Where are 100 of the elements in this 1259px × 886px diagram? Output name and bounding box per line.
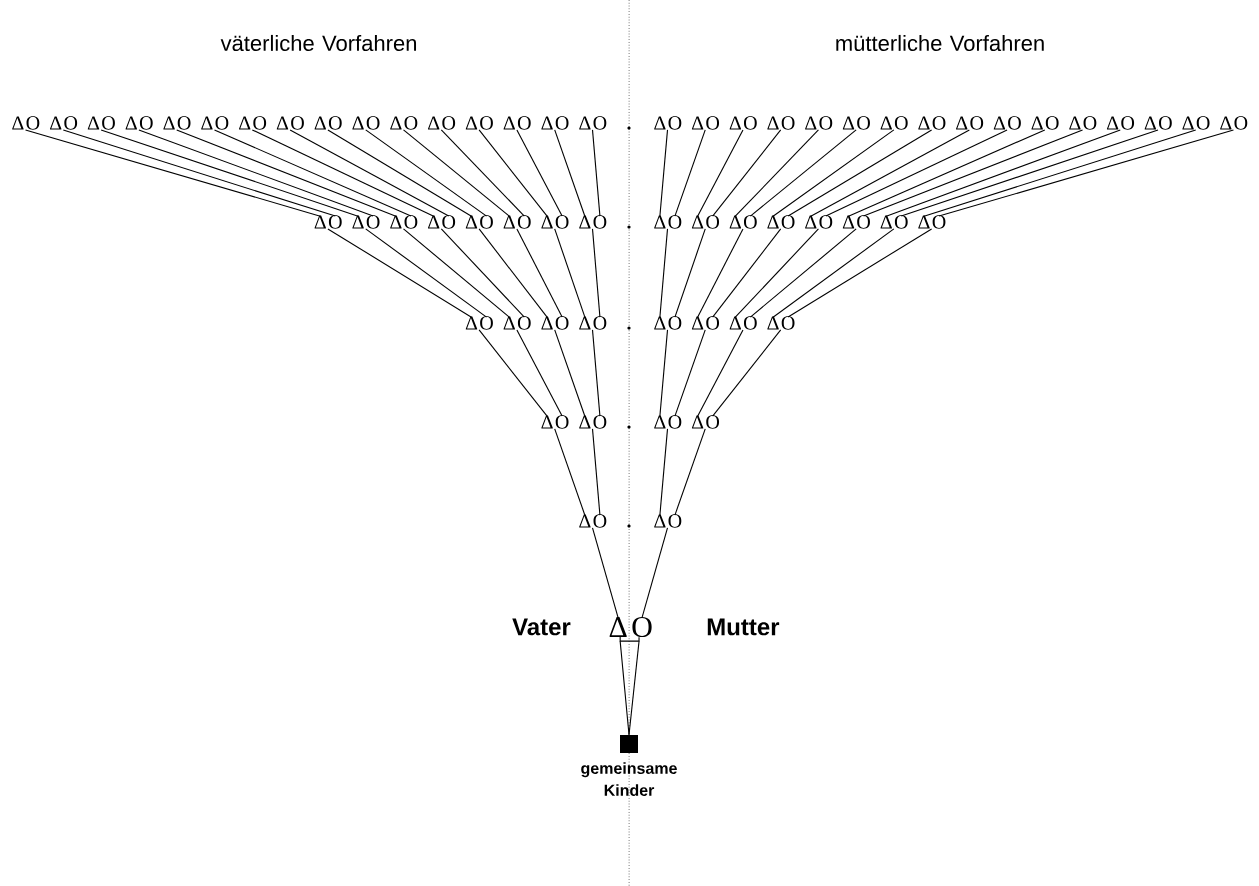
- triangle-symbol: Δ: [428, 116, 440, 130]
- triangle-symbol: Δ: [1031, 116, 1043, 130]
- triangle-symbol: Δ: [579, 514, 591, 528]
- triangle-symbol: Δ: [729, 316, 741, 330]
- circle-symbol: O: [593, 316, 607, 330]
- triangle-symbol: Δ: [465, 215, 478, 229]
- circle-symbol: O: [366, 215, 380, 229]
- descent-line: [516, 129, 563, 217]
- descent-line: [641, 527, 669, 619]
- child-label: gemeinsame Kinder: [581, 762, 677, 796]
- descent-line: [440, 228, 525, 318]
- descent-line: [628, 640, 640, 736]
- descent-line: [554, 129, 586, 217]
- triangle-symbol: Δ: [87, 116, 100, 130]
- triangle-symbol: Δ: [729, 215, 741, 229]
- circle-symbol: O: [932, 215, 946, 229]
- circle-symbol: O: [555, 415, 569, 429]
- descent-line: [923, 129, 1197, 217]
- circle-symbol: O: [102, 116, 115, 130]
- descent-line: [697, 228, 744, 318]
- circle-symbol: O: [291, 116, 304, 130]
- triangle-symbol: Δ: [314, 116, 326, 130]
- triangle-symbol: Δ: [654, 116, 666, 130]
- descent-line: [327, 129, 473, 217]
- triangle-symbol: Δ: [1182, 116, 1194, 130]
- descent-line: [847, 129, 1046, 217]
- descent-line: [659, 428, 669, 516]
- circle-symbol: O: [970, 116, 984, 130]
- triangle-symbol: Δ: [609, 617, 627, 637]
- descent-line: [772, 228, 895, 318]
- triangle-symbol: Δ: [541, 215, 553, 229]
- circle-symbol: O: [517, 116, 531, 130]
- triangle-symbol: Δ: [767, 116, 779, 130]
- triangle-symbol: Δ: [805, 116, 817, 130]
- circle-symbol: O: [593, 415, 607, 429]
- circle-symbol: O: [139, 116, 153, 130]
- triangle-symbol: Δ: [654, 415, 666, 429]
- descent-line: [591, 129, 601, 217]
- descent-line: [591, 228, 601, 318]
- heading-label: väterliche Vorfahren: [220, 34, 416, 52]
- descent-line: [591, 527, 619, 619]
- triangle-symbol: Δ: [842, 215, 855, 229]
- circle-symbol: O: [706, 316, 720, 330]
- descent-line: [554, 329, 586, 417]
- descent-line: [365, 228, 488, 318]
- filled-square: [620, 735, 638, 753]
- circle-symbol: O: [857, 116, 870, 130]
- descent-line: [697, 329, 744, 417]
- descent-line: [327, 228, 473, 318]
- triangle-symbol: Δ: [390, 215, 402, 229]
- triangle-symbol: Δ: [654, 316, 666, 330]
- descent-line: [402, 129, 510, 217]
- circle-symbol: O: [781, 316, 795, 330]
- circle-symbol: O: [253, 116, 267, 130]
- triangle-symbol: Δ: [842, 116, 855, 130]
- triangle-symbol: Δ: [579, 316, 591, 330]
- descent-line: [402, 228, 510, 318]
- triangle-symbol: Δ: [541, 415, 553, 429]
- circle-symbol: O: [404, 116, 418, 130]
- triangle-symbol: Δ: [163, 116, 175, 130]
- triangle-symbol: Δ: [767, 215, 779, 229]
- triangle-symbol: Δ: [12, 116, 24, 130]
- triangle-symbol: Δ: [541, 316, 553, 330]
- triangle-symbol: Δ: [691, 116, 704, 130]
- circle-symbol: O: [894, 215, 908, 229]
- circle-symbol: O: [1121, 116, 1135, 130]
- triangle-symbol: Δ: [50, 116, 62, 130]
- descent-line: [900, 129, 1159, 217]
- circle-symbol: O: [1159, 116, 1172, 130]
- couple-line: [619, 636, 640, 642]
- circle-symbol: O: [517, 316, 531, 330]
- circle-symbol: O: [668, 514, 682, 528]
- circle-symbol: O: [480, 215, 493, 229]
- descent-line: [619, 640, 630, 736]
- triangle-symbol: Δ: [579, 215, 591, 229]
- descent-line: [659, 329, 669, 417]
- circle-symbol: O: [26, 116, 40, 130]
- triangle-symbol: Δ: [654, 215, 666, 229]
- circle-symbol: O: [632, 616, 652, 638]
- circle-symbol: O: [555, 316, 569, 330]
- circle-symbol: O: [442, 116, 456, 130]
- circle-symbol: O: [668, 415, 682, 429]
- descent-line: [734, 228, 819, 318]
- circle-symbol: O: [1083, 116, 1097, 130]
- circle-symbol: O: [555, 116, 569, 130]
- circle-symbol: O: [480, 316, 493, 330]
- descent-line: [176, 129, 397, 217]
- triangle-symbol: Δ: [125, 116, 137, 130]
- circle-symbol: O: [366, 116, 380, 130]
- circle-symbol: O: [706, 116, 720, 130]
- circle-symbol: O: [744, 215, 757, 229]
- triangle-symbol: Δ: [767, 316, 779, 330]
- descent-line: [772, 129, 895, 217]
- circle-symbol: O: [744, 116, 757, 130]
- descent-line: [863, 129, 1084, 217]
- triangle-symbol: Δ: [729, 116, 741, 130]
- circle-symbol: O: [819, 215, 833, 229]
- triangle-symbol: Δ: [352, 215, 364, 229]
- triangle-symbol: Δ: [390, 116, 402, 130]
- circle-symbol: O: [442, 215, 456, 229]
